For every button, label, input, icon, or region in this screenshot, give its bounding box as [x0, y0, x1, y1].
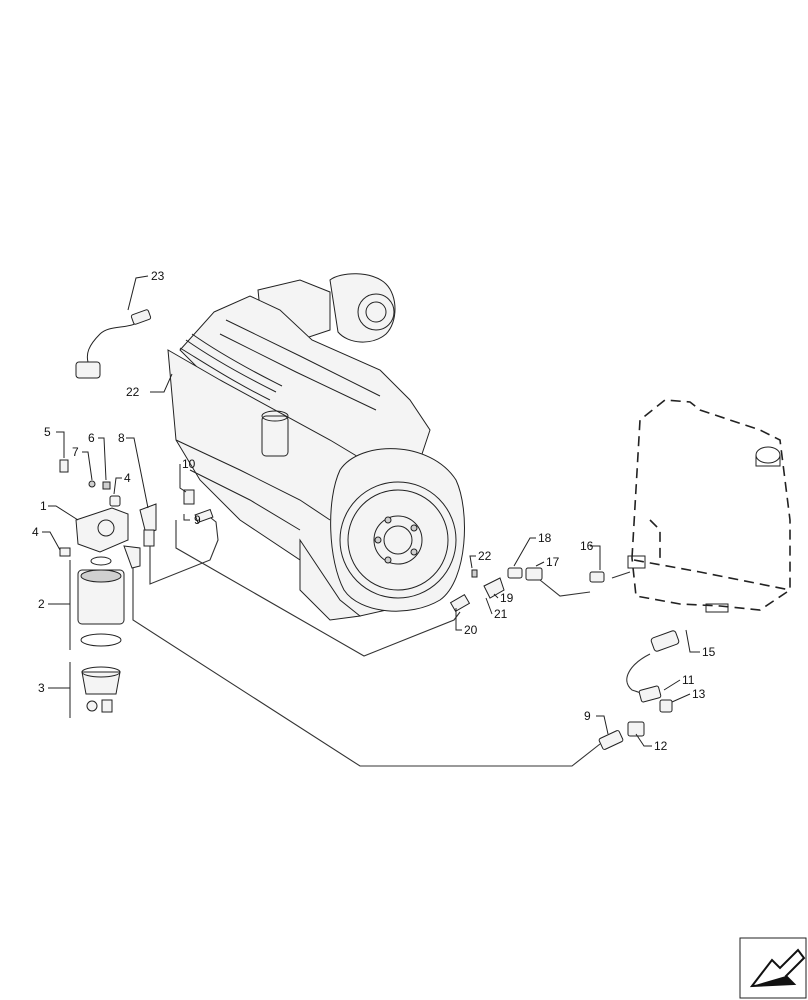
- callout-19: 19: [500, 591, 514, 605]
- callout-17: 17: [546, 555, 560, 569]
- engine-assembly: [167, 273, 465, 621]
- callout-labels: 23 22 5 6 8 7 4 10 9 1 4 2 3 22 18 17 16…: [32, 269, 716, 753]
- callout-5: 5: [44, 425, 51, 439]
- callout-22-upper: 22: [126, 385, 140, 399]
- next-page-arrow-icon[interactable]: [739, 937, 807, 999]
- callout-11: 11: [682, 673, 695, 687]
- callout-12: 12: [654, 739, 668, 753]
- callout-7: 7: [72, 445, 79, 459]
- callout-20: 20: [464, 623, 478, 637]
- callout-2: 2: [38, 597, 45, 611]
- fittings: [183, 489, 680, 750]
- callout-9-engine: 9: [194, 513, 201, 527]
- fuel-filter-assembly: [59, 459, 157, 713]
- callout-1: 1: [40, 499, 47, 513]
- callout-9-tank: 9: [584, 709, 591, 723]
- callout-4-lower: 4: [32, 525, 39, 539]
- callout-3: 3: [38, 681, 45, 695]
- callout-21: 21: [494, 607, 508, 621]
- fuel-tank-outline: [627, 399, 791, 613]
- callout-23: 23: [151, 269, 165, 283]
- callout-18: 18: [538, 531, 552, 545]
- wiring-harness: [75, 309, 152, 379]
- callout-16: 16: [580, 539, 594, 553]
- callout-22-lower: 22: [478, 549, 492, 563]
- callout-13: 13: [692, 687, 706, 701]
- callout-10: 10: [182, 457, 196, 471]
- callout-4-upper: 4: [124, 471, 131, 485]
- leader-lines: [42, 275, 700, 747]
- callout-6: 6: [88, 431, 95, 445]
- callout-8: 8: [118, 431, 125, 445]
- callout-15: 15: [702, 645, 716, 659]
